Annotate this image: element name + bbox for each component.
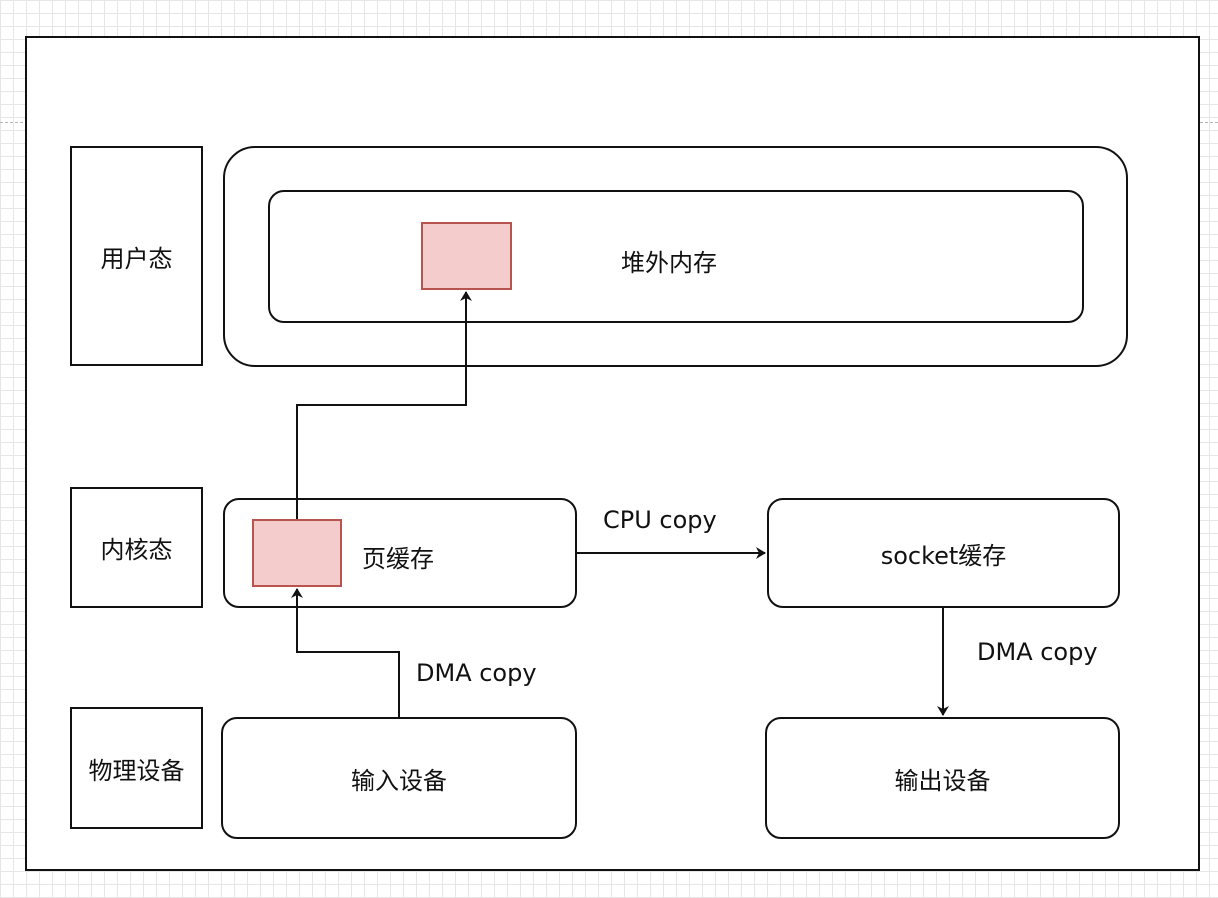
physical-device-text: 物理设备 — [88, 756, 185, 785]
page-cache-buffer — [252, 519, 342, 587]
kernel-mode-text: 内核态 — [100, 536, 173, 564]
dma-copy-out-label: DMA copy — [977, 638, 1098, 666]
socket-cache-node: socket缓存 — [767, 498, 1120, 608]
off-heap-memory-node: 堆外内存 — [268, 190, 1084, 323]
page-cache-text: 页缓存 — [362, 545, 434, 573]
off-heap-memory-text: 堆外内存 — [621, 249, 717, 277]
output-device-node: 输出设备 — [765, 717, 1120, 839]
input-device-node: 输入设备 — [221, 717, 577, 839]
physical-device-label: 物理设备 — [70, 707, 203, 829]
output-device-text: 输出设备 — [894, 766, 991, 795]
input-device-text: 输入设备 — [351, 766, 447, 795]
socket-cache-text: socket缓存 — [880, 541, 1007, 570]
cpu-copy-label: CPU copy — [603, 506, 717, 534]
user-mode-text: 用户态 — [100, 244, 173, 273]
user-mode-label: 用户态 — [70, 146, 203, 366]
kernel-mode-label: 内核态 — [70, 487, 203, 608]
off-heap-buffer — [421, 222, 512, 290]
dma-copy-in-label: DMA copy — [416, 659, 537, 687]
